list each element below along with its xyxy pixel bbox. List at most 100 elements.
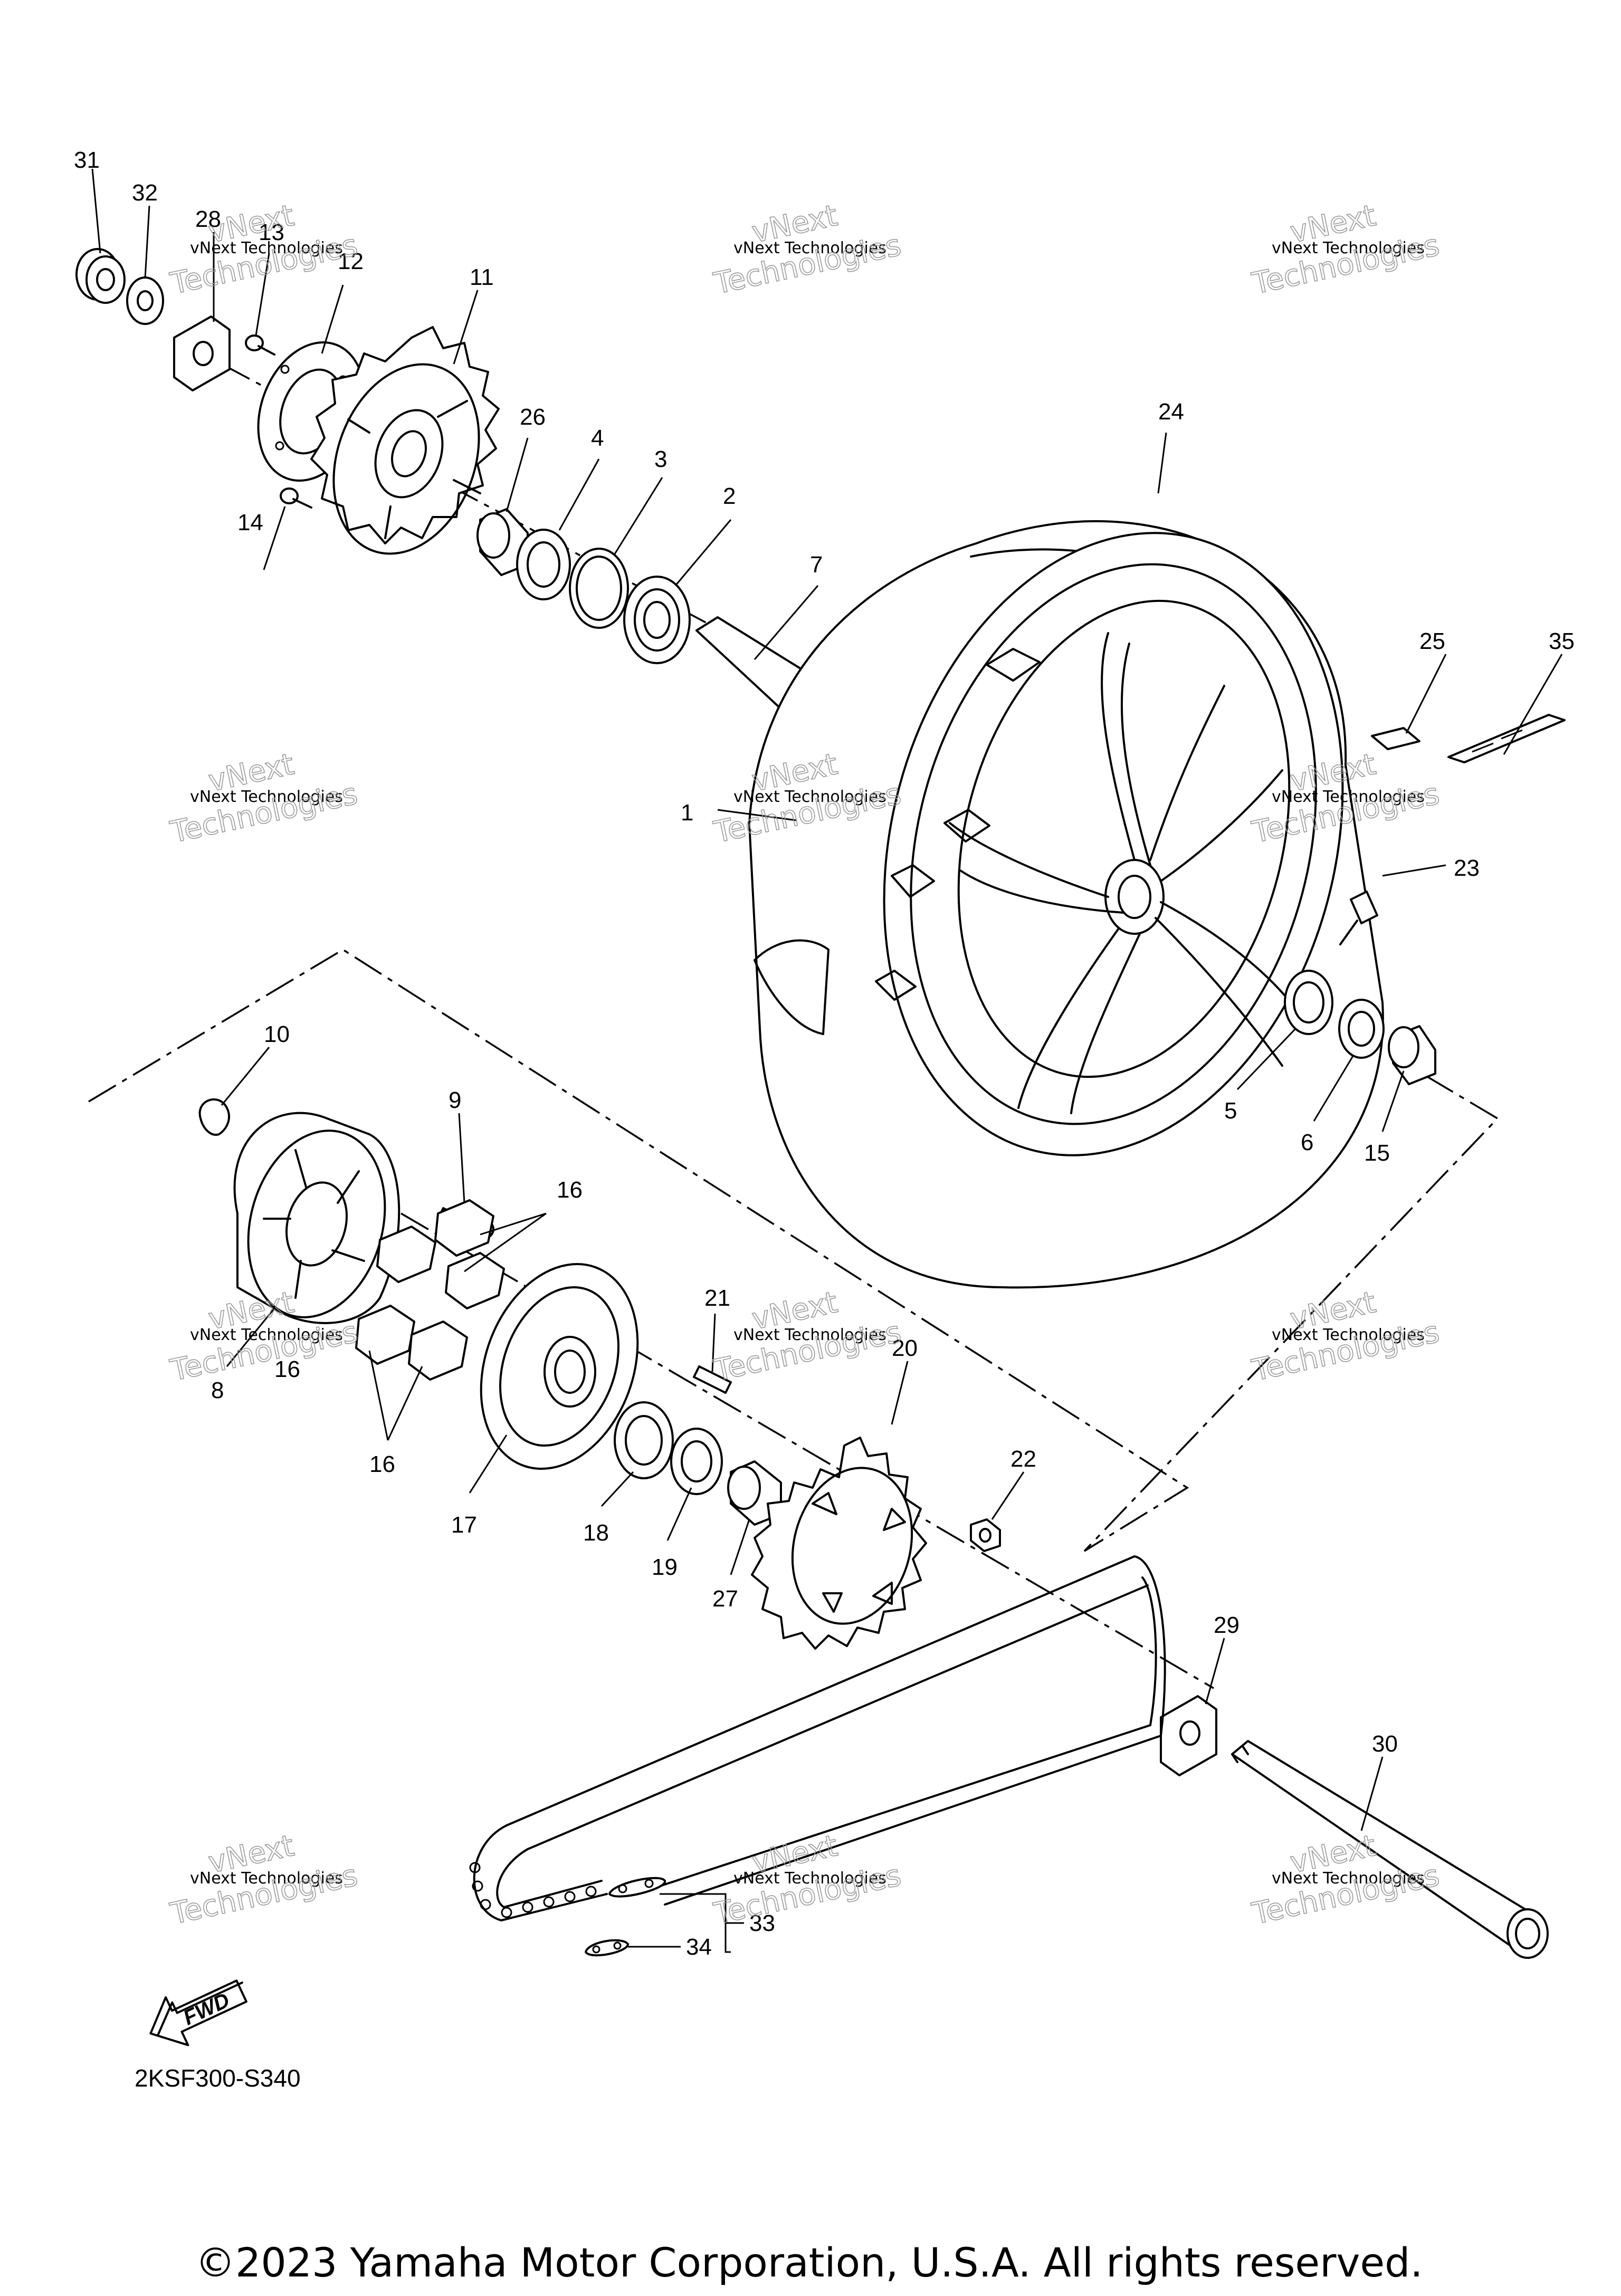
watermark: vNext Technologies	[1272, 1869, 1425, 1888]
svg-text:vNext Technologies: vNext Technologies	[190, 239, 343, 257]
callout-24: 24	[1158, 399, 1184, 425]
callout-9: 9	[449, 1087, 461, 1113]
sprocket-hub	[480, 1263, 639, 1470]
callout-21: 21	[704, 1285, 730, 1311]
damper-lower-right	[408, 1321, 468, 1381]
callout-17: 17	[451, 1512, 477, 1538]
diagram-code: 2KSF300-S340	[135, 2064, 301, 2092]
copyright-notice: ©2023 Yamaha Motor Corporation, U.S.A. A…	[195, 2239, 1423, 2286]
bearing-left	[623, 576, 691, 664]
collar-left	[476, 508, 529, 576]
callout-11: 11	[470, 264, 494, 290]
callout-32: 32	[132, 180, 158, 206]
clutch-hub	[233, 1112, 401, 1324]
brake-disc	[310, 326, 500, 555]
assembly-boundary-line	[88, 948, 1499, 1552]
callout-19: 19	[652, 1554, 678, 1580]
callout-34: 34	[686, 1934, 712, 1960]
sprocket-nut	[970, 1518, 1001, 1552]
callout-10: 10	[264, 1021, 290, 1047]
bearing-right	[1284, 970, 1333, 1035]
rear-sprocket	[751, 1437, 927, 1650]
callout-22: 22	[1010, 1446, 1036, 1472]
watermark: vNext Technologies	[190, 1869, 343, 1888]
callout-2: 2	[723, 483, 736, 509]
svg-text:vNext Technologies: vNext Technologies	[733, 788, 886, 806]
callout-27: 27	[712, 1586, 738, 1612]
svg-text:vNext Technologies: vNext Technologies	[733, 239, 886, 257]
master-link	[585, 1939, 629, 1957]
callout-6: 6	[1301, 1130, 1313, 1155]
fwd-arrow-icon: FWD	[149, 1979, 247, 2046]
chain-puller-plate-left	[173, 315, 231, 391]
sprocket-stud	[693, 1365, 732, 1394]
callout-5: 5	[1224, 1098, 1237, 1124]
watermark: vNext Technologies	[733, 239, 886, 257]
callout-13: 13	[259, 219, 284, 245]
svg-text:vNext Technologies: vNext Technologies	[190, 788, 343, 806]
leader-lines	[91, 168, 1563, 1953]
callout-20: 20	[892, 1335, 918, 1361]
damper-upper-right	[434, 1199, 494, 1257]
watermark: vNext Technologies	[1272, 1326, 1425, 1344]
oil-seal-right	[1338, 999, 1385, 1059]
callout-29: 29	[1214, 1612, 1239, 1638]
callout-33: 33	[749, 1910, 775, 1936]
collar-right	[1388, 1025, 1436, 1085]
clip	[198, 1098, 230, 1136]
callout-18: 18	[583, 1520, 609, 1546]
callout-15: 15	[1364, 1140, 1390, 1166]
callout-16-left: 16	[274, 1356, 300, 1382]
watermark: vNext Technologies	[733, 788, 886, 806]
watermark: vNext Technologies	[733, 1326, 886, 1344]
callout-30: 30	[1372, 1731, 1398, 1757]
damper-upper-left	[376, 1226, 436, 1283]
callout-25: 25	[1419, 628, 1445, 654]
callout-23: 23	[1454, 855, 1480, 881]
tire-valve	[1339, 891, 1378, 945]
chain-joint	[608, 1877, 666, 1898]
callout-28: 28	[195, 206, 221, 232]
svg-text:vNext Technologies: vNext Technologies	[1272, 1326, 1425, 1344]
rear-wheel-rim	[875, 532, 1344, 1156]
svg-text:vNext Technologies: vNext Technologies	[733, 1869, 886, 1888]
svg-text:vNext Technologies: vNext Technologies	[190, 1326, 343, 1344]
damper-lower-left	[355, 1305, 415, 1365]
watermark: vNext Technologies	[190, 239, 343, 257]
svg-text:vNext Technologies: vNext Technologies	[1272, 239, 1425, 257]
callout-31: 31	[74, 147, 100, 173]
rear-axle	[1231, 1740, 1549, 1959]
callout-26: 26	[520, 404, 546, 430]
bearing-hub	[614, 1401, 674, 1479]
chain-puller-plate-right	[1160, 1695, 1217, 1776]
rotor-bolt-upper	[245, 334, 275, 356]
watermark: vNext Technologies	[733, 1869, 886, 1888]
watermark: vNext Technologies	[1272, 788, 1425, 806]
warning-label	[1447, 714, 1566, 763]
callout-3: 3	[654, 446, 667, 472]
damper-middle	[445, 1252, 505, 1309]
balance-weight	[1371, 727, 1420, 750]
callout-1: 1	[681, 800, 693, 826]
callout-16-lower: 16	[369, 1451, 395, 1477]
callout-8: 8	[211, 1377, 224, 1403]
axle-nut	[75, 248, 126, 304]
svg-text:vNext Technologies: vNext Technologies	[190, 1869, 343, 1888]
callout-16-upper: 16	[557, 1177, 583, 1203]
oil-seal-hub	[670, 1428, 723, 1495]
circlip	[569, 548, 629, 629]
watermark: vNext Technologies	[1272, 239, 1425, 257]
svg-text:vNext Technologies: vNext Technologies	[733, 1326, 886, 1344]
watermark: vNext Technologies	[190, 788, 343, 806]
svg-text:vNext Technologies: vNext Technologies	[1272, 1869, 1425, 1888]
svg-text:vNext Technologies: vNext Technologies	[1272, 788, 1425, 806]
rotor-bolt-lower	[280, 487, 312, 509]
oil-seal-left	[516, 529, 571, 600]
callout-14: 14	[237, 510, 263, 535]
callout-12: 12	[338, 248, 364, 274]
axle-washer	[126, 276, 164, 325]
callout-4: 4	[591, 425, 604, 451]
drive-chain	[469, 1555, 1166, 1921]
callout-labels: 31 32 28 13 12 11 26 4 3 2 7 14 24 25 35…	[74, 147, 1575, 1960]
